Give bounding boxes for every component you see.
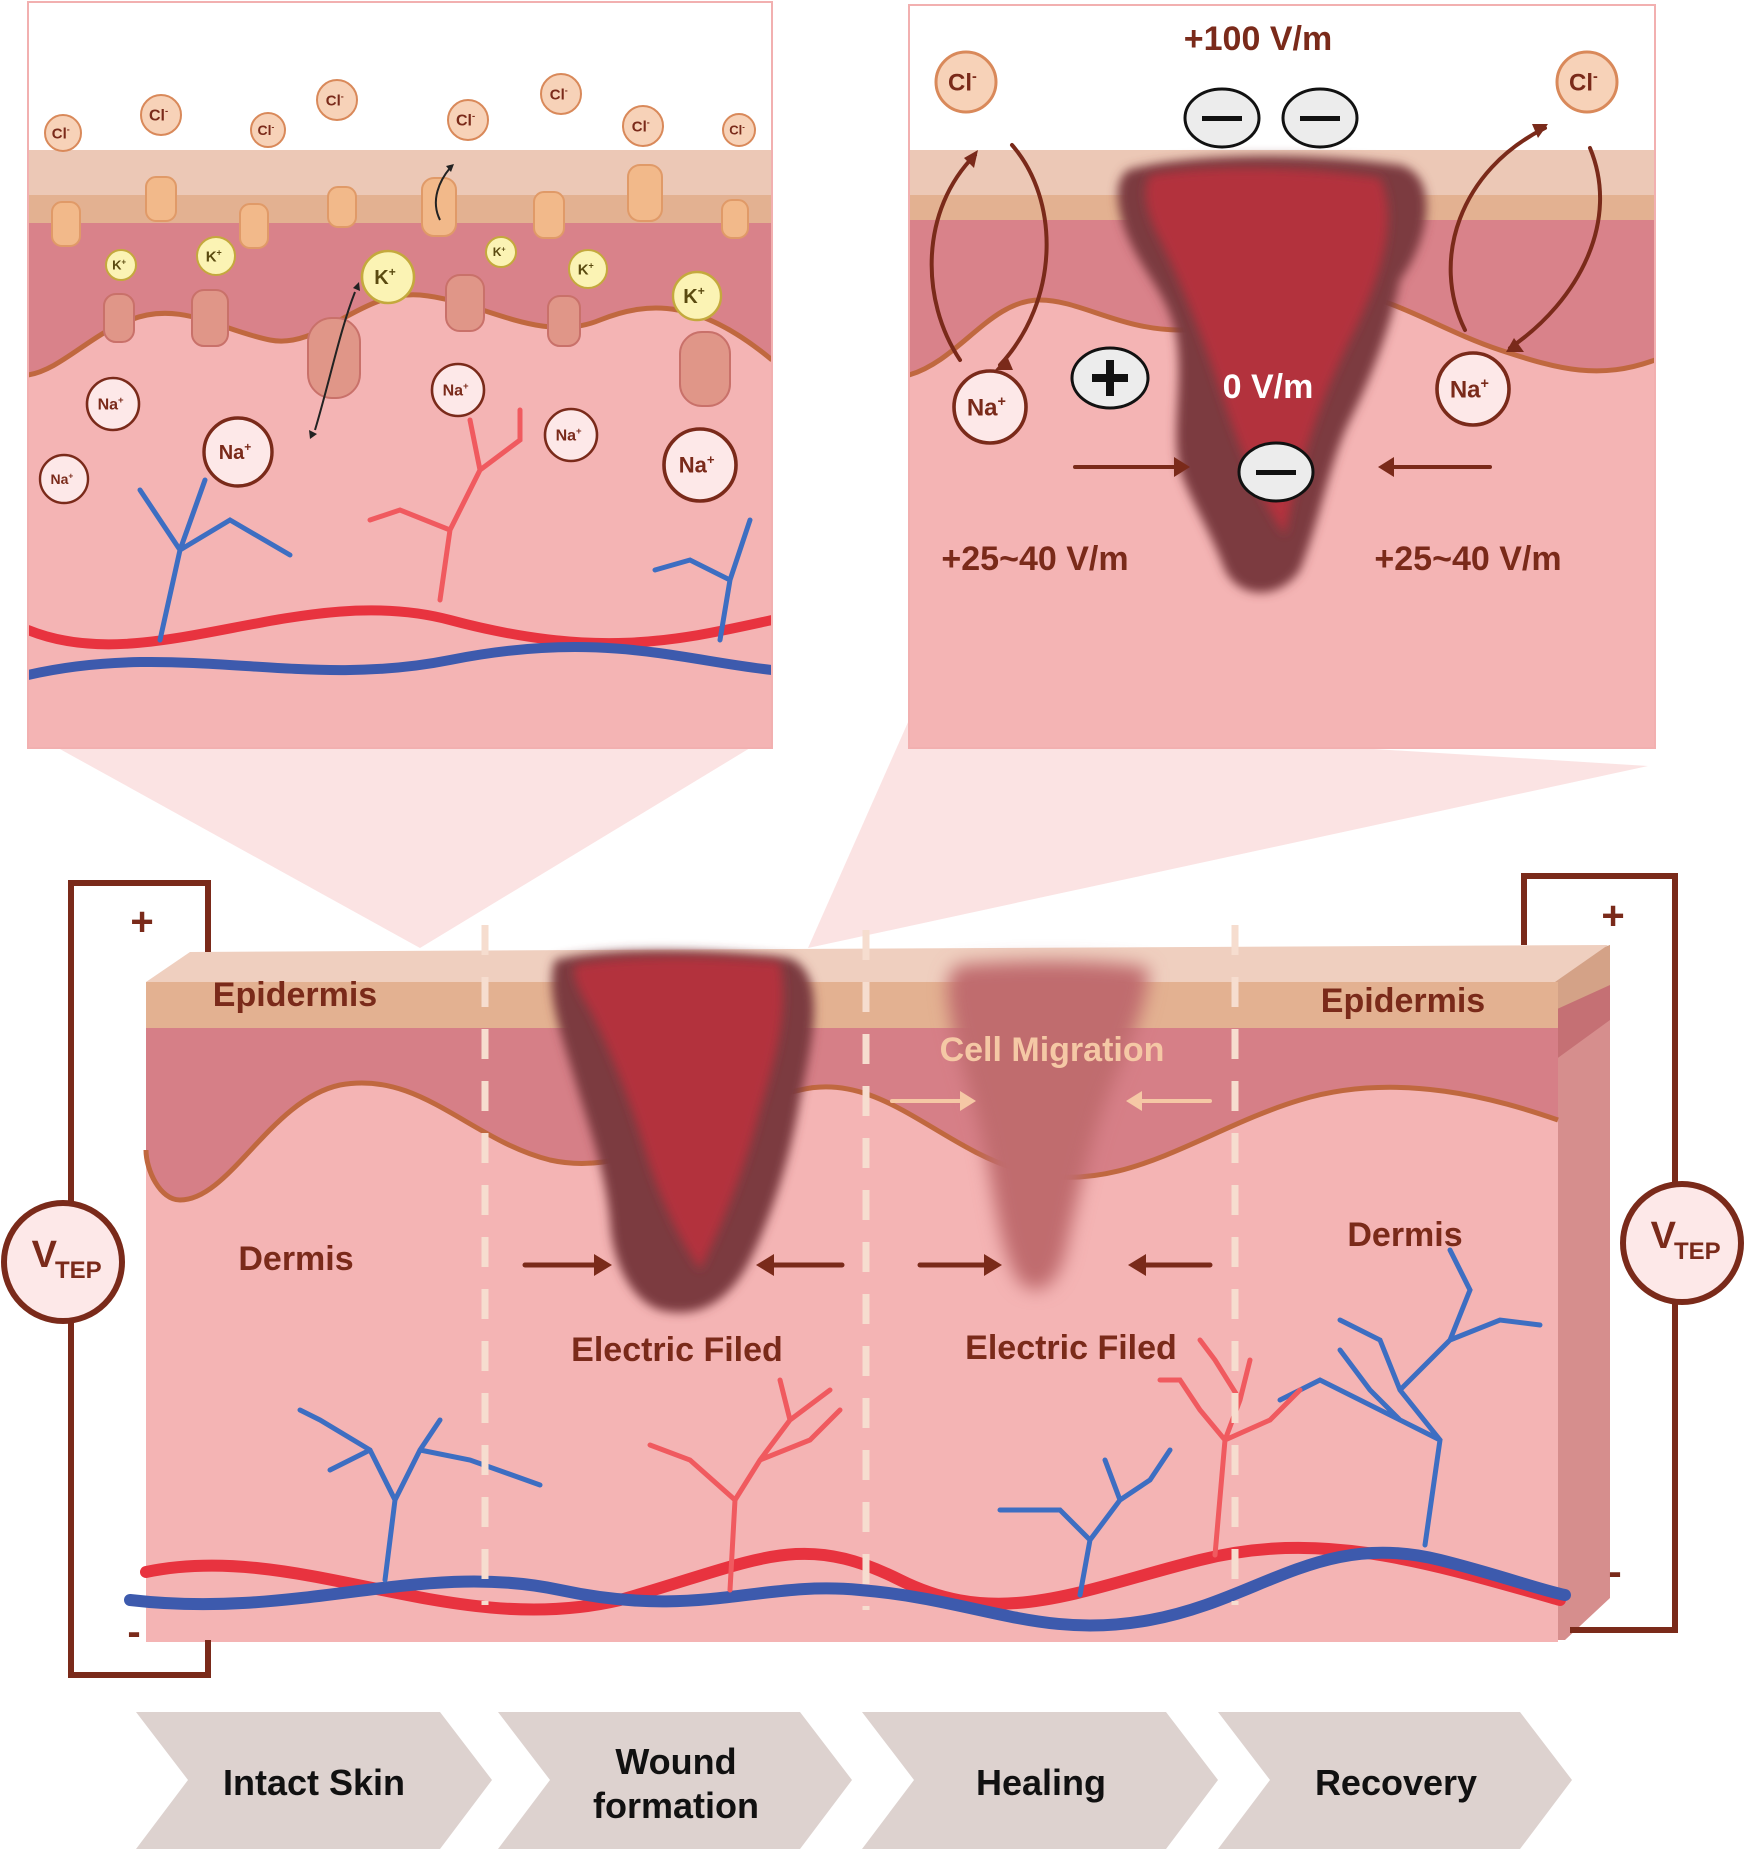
sodium-ion: Na+ [85,376,141,432]
potassium-ion: K+ [105,249,137,281]
chloride-ion-label: Cl- [456,111,475,129]
voltmeter-left [1,1200,125,1324]
chloride-ion-label: Cl- [632,117,650,135]
stage-label-1: Intact Skin [223,1762,405,1803]
circuit-right-minus: - [1608,1550,1621,1594]
chloride-ion-label: Cl- [1569,69,1598,97]
stage-chevron-1 [136,1712,492,1849]
chloride-ion: Cl- [140,94,182,136]
chloride-ion-label: Cl- [52,124,70,142]
inset-right-labels: +100 V/m 0 V/m +25~40 V/m +25~40 V/m [941,20,1561,578]
stage-chevrons: Intact Skin Wound formation Healing Reco… [136,1712,1572,1849]
chloride-ion: Cl- [722,113,756,147]
sodium-ion: Na+ [662,427,738,503]
sodium-ion-label: Na+ [679,452,715,478]
sodium-ion-label: Na+ [556,426,582,444]
potassium-ion: K+ [360,249,416,305]
sodium-ion-label: Na+ [50,470,73,487]
skin-block-labels: Epidermis Epidermis Dermis Dermis Cell M… [213,976,1485,1369]
stage-label-4: Recovery [1315,1762,1477,1803]
voltmeter-left-sub: TEP [55,1257,102,1284]
skin-block [124,925,1610,1642]
negative-charge-2 [1281,87,1359,149]
circuit-left-minus: - [127,1610,140,1654]
potassium-ion-label: K+ [683,284,704,308]
stage-label-2-line2: formation [593,1785,759,1826]
chloride-ion: Cl- [447,99,489,141]
potassium-ion: K+ [671,270,723,322]
sodium-ion: Na+ [38,453,90,505]
chloride-ion-label: Cl- [258,121,275,138]
chloride-ion-label: Cl- [326,91,344,109]
inset-intact-skin [28,2,772,748]
voltmeter-right-v: V [1651,1215,1677,1257]
chloride-ion: Cl- [316,79,358,121]
chloride-ion: Cl- [44,114,82,152]
chloride-ion: Cl- [250,112,286,148]
potassium-ion: K+ [485,236,517,268]
negative-charge-wound [1237,441,1315,503]
electric-field-label-healing: Electric Filed [965,1329,1177,1367]
stage-label-2-line1: Wound [615,1741,736,1782]
positive-charge [1070,346,1150,410]
right-field-label: +25~40 V/m [1374,540,1561,578]
potassium-ion-label: K+ [112,257,126,272]
circuit-right-plus: + [1601,894,1624,938]
circuit-left: V TEP + - [1,880,211,1678]
chloride-ion-label: Cl- [550,85,568,103]
chloride-ion-label: Cl- [149,106,168,124]
stage-label-3: Healing [976,1762,1106,1803]
cell-migration-label: Cell Migration [940,1031,1165,1069]
sodium-ion-label: Na+ [219,440,252,464]
voltmeter-left-v: V [32,1234,58,1276]
electric-field-label-wound: Electric Filed [571,1331,783,1369]
inset-wound-border [908,4,1656,749]
stage-chevron-4 [1218,1712,1572,1849]
sodium-ion: Na+ [543,407,599,463]
stage-chevron-3 [862,1712,1218,1849]
sodium-ion: Na+ [202,416,274,488]
voltmeter-right-sub: TEP [1674,1238,1721,1265]
potassium-ion-label: K+ [206,247,222,265]
circuit-left-plus: + [130,900,153,944]
epidermis-label-left: Epidermis [213,976,377,1014]
chloride-ion-label: Cl- [948,69,977,97]
chloride-ion: Cl- [540,73,582,115]
chloride-ion: Cl- [622,105,664,147]
top-field-label: +100 V/m [1184,20,1332,58]
circuit-right: V TEP + - [1521,873,1744,1633]
potassium-ion: K+ [568,249,608,289]
potassium-ion-label: K+ [493,244,506,259]
sodium-ion: Na+ [1435,351,1511,427]
sodium-ion-label: Na+ [1450,376,1489,404]
chloride-ion-label: Cl- [729,122,745,137]
epidermis-label-right: Epidermis [1321,982,1485,1020]
center-field-label: 0 V/m [1223,368,1314,406]
zoom-connectors [58,720,1648,948]
inset-right-ion-layer: Cl- Cl- Na+ Na+ [934,50,1619,445]
voltmeter-right [1620,1181,1744,1305]
potassium-ion-label: K+ [374,265,395,289]
sodium-ion-label: Na+ [967,394,1006,422]
sodium-ion-label: Na+ [98,395,124,413]
left-field-label: +25~40 V/m [941,540,1128,578]
inset-left-ion-layer: Cl- Cl- Cl- Cl- Cl- Cl- Cl- Cl- K+ K+ K+ K+ K+ K+ Na+ N… [38,73,756,505]
inset-wound [909,5,1655,748]
dermis-label-left: Dermis [238,1240,353,1278]
potassium-ion: K+ [196,236,236,276]
sodium-ion-label: Na+ [443,381,469,399]
chloride-ion: Cl- [934,50,998,114]
inset-intact-skin-border [27,1,773,749]
chloride-ion: Cl- [1555,50,1619,114]
potassium-ion-label: K+ [578,260,594,278]
dermis-label-right: Dermis [1347,1216,1462,1254]
negative-charge-1 [1183,87,1261,149]
sodium-ion: Na+ [430,362,486,418]
sodium-ion: Na+ [952,369,1028,445]
stage-chevron-2 [498,1712,852,1849]
